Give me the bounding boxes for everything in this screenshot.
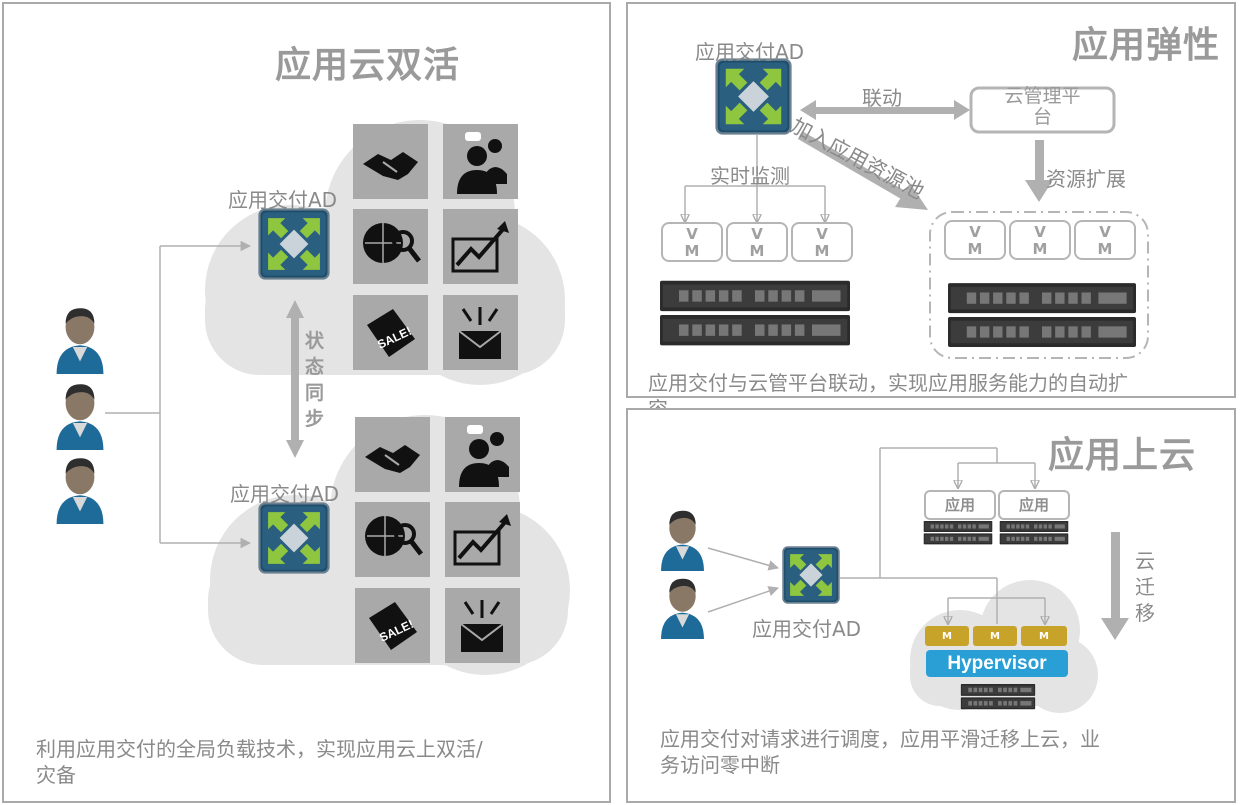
ad-label: 应用交付AD [230, 482, 340, 506]
server-icon [999, 521, 1069, 545]
sale-tag-icon: SALE! [369, 602, 417, 650]
tile-handshake [355, 417, 430, 492]
expand-label: 资源扩展 [1046, 167, 1126, 191]
panel-title: 应用云双活 [275, 45, 461, 86]
growth-chart-icon [453, 514, 511, 566]
mail-broadcast-icon [458, 307, 502, 359]
panel-title: 应用弹性 [1072, 25, 1221, 66]
ad-label: 应用交付AD [752, 617, 862, 641]
vm-block-label: M [990, 631, 1000, 642]
tile-mail [443, 295, 518, 370]
ad-label: 应用交付AD [228, 188, 338, 212]
presenter-icon [457, 132, 507, 194]
link-label: 联动 [862, 86, 902, 110]
monitor-label: 实时监测 [710, 164, 790, 188]
migrate-label: 云迁移 [1135, 549, 1155, 625]
mail-broadcast-icon [460, 600, 504, 652]
panel-caption: 应用交付与云管平台联动，实现应用服务能力的自动扩容 [648, 371, 1128, 421]
cloud-mgmt-label: 云管理平台 [1004, 85, 1081, 128]
migrate-arrow [1101, 532, 1129, 640]
expand-arrow [1025, 140, 1053, 202]
tile-presenter [443, 124, 518, 199]
hypervisor-label: Hypervisor [947, 653, 1047, 674]
app-box: 应用 [998, 490, 1070, 520]
user-icon [661, 510, 704, 571]
sale-tag-icon: SALE! [367, 309, 415, 357]
tile-globe [355, 502, 430, 577]
handshake-icon [365, 445, 420, 473]
tile-mail [445, 588, 520, 663]
sync-arrow [286, 300, 304, 458]
vm-block-label: M [1039, 631, 1049, 642]
panel-caption: 应用交付对请求进行调度，应用平滑迁移上云，业务访问零中断 [660, 727, 1100, 777]
handshake-icon [363, 152, 418, 180]
tile-presenter [445, 417, 520, 492]
link-arrow [800, 100, 970, 120]
ad-label: 应用交付AD [695, 40, 805, 64]
resource-pool-group [929, 211, 1149, 359]
cloud-mgmt-box [969, 86, 1116, 134]
globe-search-icon [363, 223, 421, 263]
hypervisor-bar [926, 650, 1068, 677]
presenter-icon [459, 425, 509, 487]
tile-chart [445, 502, 520, 577]
tile-sale: SALE! [353, 295, 428, 370]
app-box: 应用 [924, 490, 996, 520]
add-pool-arrow [797, 131, 928, 210]
panel-caption: 利用应用交付的全局负载技术，实现应用云上双活/灾备 [36, 737, 483, 787]
growth-chart-icon [451, 221, 509, 273]
user-icon [661, 578, 704, 639]
tile-sale: SALE! [355, 588, 430, 663]
tile-handshake [353, 124, 428, 199]
vm-block-label: M [942, 631, 952, 642]
server-icon [923, 521, 993, 545]
ad-device-icon [782, 546, 840, 604]
tile-chart [443, 209, 518, 284]
tile-globe [353, 209, 428, 284]
panel-title: 应用上云 [1048, 435, 1197, 476]
globe-search-icon [365, 516, 423, 556]
vm-blocks [925, 626, 1067, 646]
sync-label: 状态同步 [305, 330, 325, 430]
